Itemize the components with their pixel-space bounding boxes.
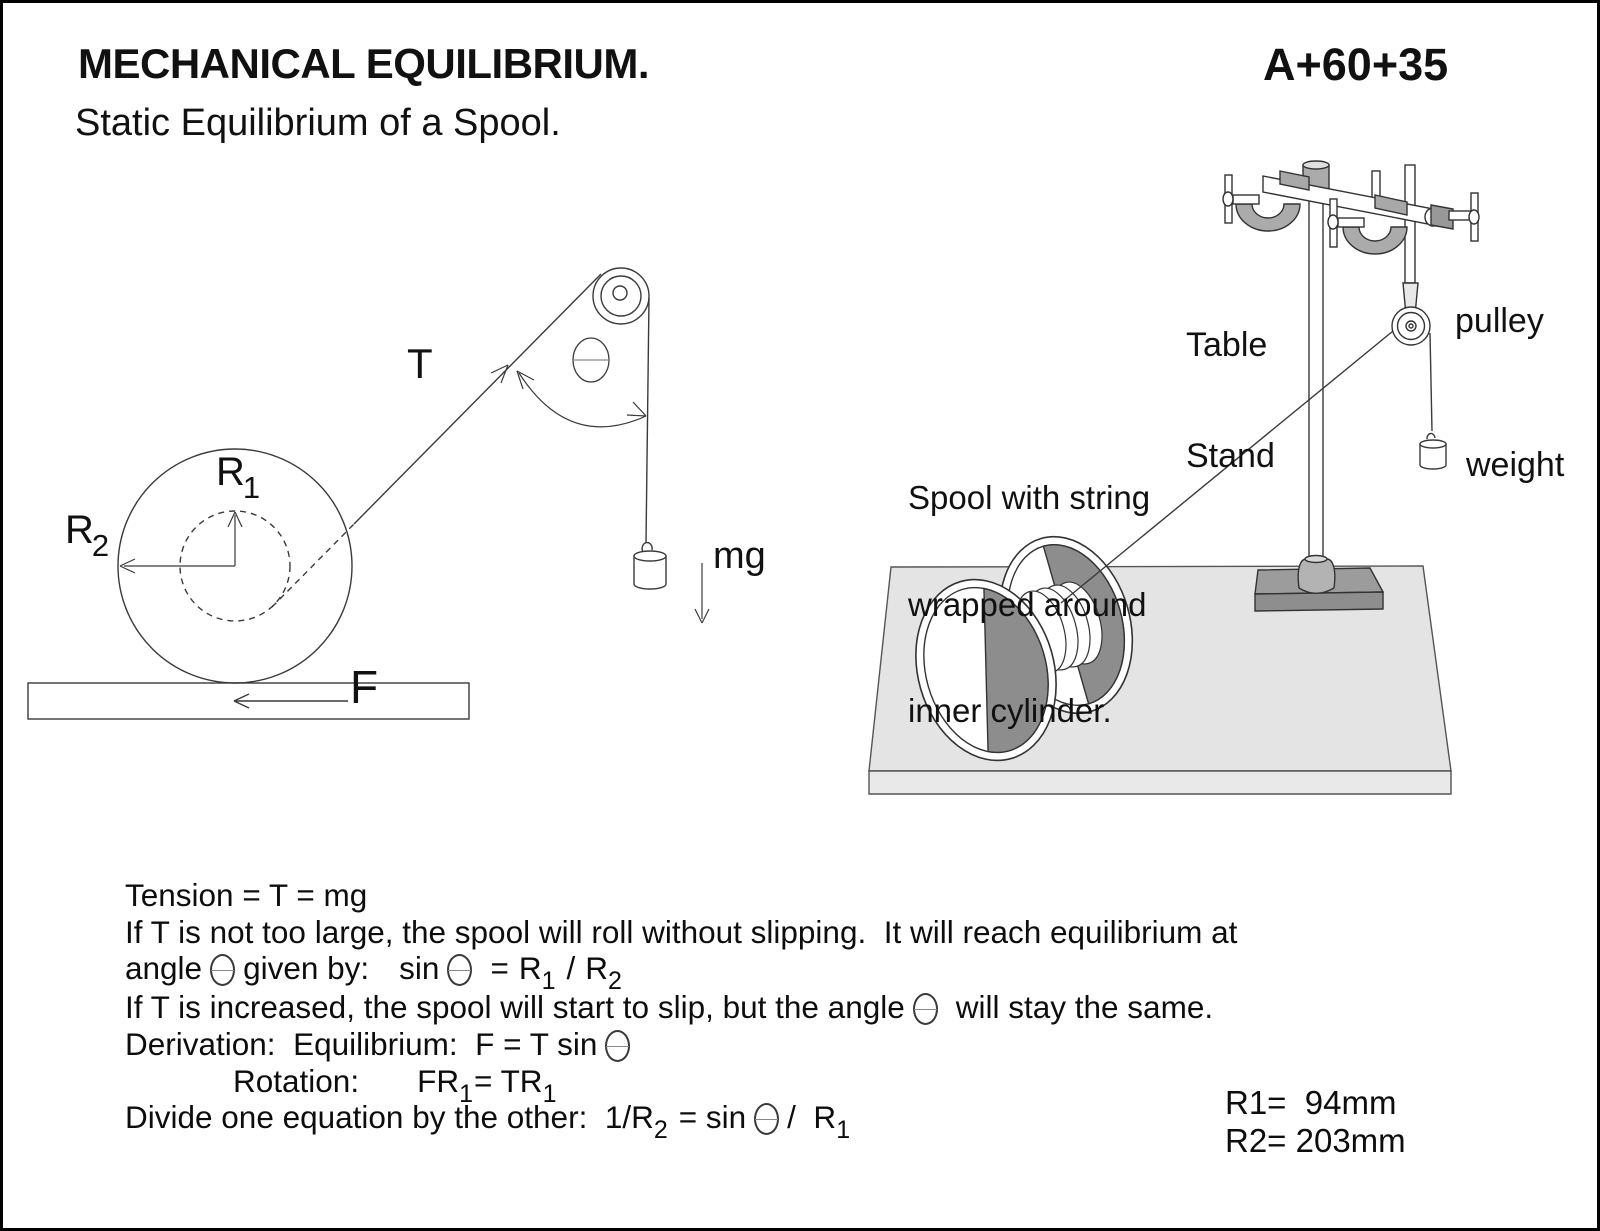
slash: /	[566, 950, 576, 986]
note-roll: If T is not too large, the spool will ro…	[125, 914, 1238, 950]
rotation-eq-tr-sub: 1	[542, 1080, 557, 1108]
stand-rod	[1308, 200, 1324, 564]
ground-surface	[27, 682, 470, 720]
pulley-real	[1391, 282, 1431, 346]
slip-text-a: If T is increased, the spool will start …	[125, 989, 905, 1025]
theta-symbol	[754, 1103, 780, 1135]
mg-label: mg	[713, 535, 766, 577]
spool-caption-line2: wrapped around	[908, 585, 1147, 623]
divide-r1-sub: 1	[836, 1116, 851, 1144]
catalog-code: A+60+35	[1263, 39, 1449, 90]
note-divide: Divide one equation by the other: 1/R2 = …	[125, 1099, 851, 1145]
divide-sin: = sin	[678, 1099, 747, 1135]
clamp-assembly	[1222, 160, 1480, 284]
angle-word: angle	[125, 950, 203, 986]
stand-caption: Table Stand	[1186, 253, 1275, 549]
divide-text: Divide one equation by the other: 1/R	[125, 1099, 654, 1135]
weight-caption: weight	[1466, 446, 1565, 484]
rotation-eq-fr-sub: 1	[459, 1080, 473, 1108]
r1-letter: R	[216, 450, 245, 494]
r1-label: R1	[216, 450, 261, 505]
theta-symbol	[572, 337, 610, 383]
rotation-eq-fr: FR	[417, 1063, 460, 1099]
mass-hook	[641, 541, 653, 553]
given-by: given by:	[243, 950, 370, 986]
r1-arrow	[227, 511, 243, 566]
theta-symbol	[210, 954, 236, 986]
r1-value: R1= 94mm	[1225, 1084, 1397, 1121]
weight-hook	[1426, 432, 1436, 440]
stand-caption-line1: Table	[1186, 326, 1268, 364]
note-rotation: Rotation:FR1= TR1	[233, 1063, 557, 1109]
note-tension: Tension = T = mg	[125, 877, 368, 913]
weight-string	[1429, 332, 1433, 432]
page-subtitle: Static Equilibrium of a Spool.	[75, 102, 561, 144]
friction-arrow	[233, 693, 348, 709]
divide-r1: / R	[787, 1099, 837, 1135]
spool-outer-circle	[117, 448, 353, 684]
rotation-word: Rotation:	[233, 1063, 360, 1099]
note-derivation: Derivation: Equilibrium: F = T sin	[125, 1026, 638, 1063]
hidden-string	[271, 523, 355, 608]
spool-caption: Spool with string wrapped around inner c…	[908, 409, 1150, 800]
slip-text-b: will stay the same.	[955, 989, 1214, 1025]
page-title: MECHANICAL EQUILIBRIUM.	[78, 40, 650, 87]
table-front-edge	[868, 770, 1452, 795]
mg-arrow	[694, 563, 710, 624]
eq-r1-sub: 1	[541, 967, 556, 995]
r2-arrow	[119, 558, 235, 574]
eq-r1: R	[518, 950, 542, 986]
r2-label: R2	[65, 508, 110, 563]
sin-word: sin	[399, 950, 440, 986]
spool-caption-line3: inner cylinder.	[908, 692, 1112, 729]
pulley-schematic	[592, 267, 650, 325]
r2-value: R2= 203mm	[1225, 1122, 1406, 1159]
divide-r2-sub: 2	[653, 1116, 668, 1144]
note-slip: If T is increased, the spool will start …	[125, 989, 1213, 1026]
pulley-caption: pulley	[1455, 302, 1544, 340]
theta-symbol	[605, 1030, 631, 1062]
tension-arrowhead	[490, 364, 509, 384]
friction-label: F	[350, 661, 379, 713]
eq-r2: R	[585, 950, 609, 986]
theta-symbol	[912, 993, 938, 1025]
tension-label: T	[407, 340, 433, 387]
diagram-artwork	[27, 160, 1480, 795]
thumbscrew-right	[1448, 192, 1480, 242]
thumbscrew-mid	[1327, 198, 1365, 248]
stand-caption-line2: Stand	[1186, 437, 1275, 475]
thumbscrew-left	[1222, 174, 1260, 224]
tension-string	[353, 273, 602, 525]
stand-base	[1254, 554, 1385, 612]
theta-symbol	[447, 954, 473, 986]
r1-subscript: 1	[242, 470, 261, 505]
weight-real	[1419, 439, 1447, 470]
pulley-rod	[1404, 164, 1416, 284]
apparatus-string	[1060, 330, 1394, 604]
right-clamp	[1342, 226, 1408, 255]
spool-real	[915, 535, 1134, 762]
equals-sign: =	[490, 950, 509, 986]
r2-letter: R	[65, 508, 94, 552]
spool-inner-circle	[179, 510, 291, 622]
angle-arc	[516, 370, 647, 428]
rotation-eq-tr: = TR	[473, 1063, 543, 1099]
left-clamp	[1235, 203, 1301, 232]
eq-r2-sub: 2	[608, 967, 622, 995]
spool-caption-line1: Spool with string	[908, 479, 1151, 516]
hanging-string	[645, 297, 650, 544]
hanging-mass	[633, 550, 667, 590]
spool-front-shade	[983, 587, 1049, 754]
r2-subscript: 2	[91, 528, 110, 563]
derivation-text: Derivation: Equilibrium: F = T sin	[125, 1026, 598, 1062]
